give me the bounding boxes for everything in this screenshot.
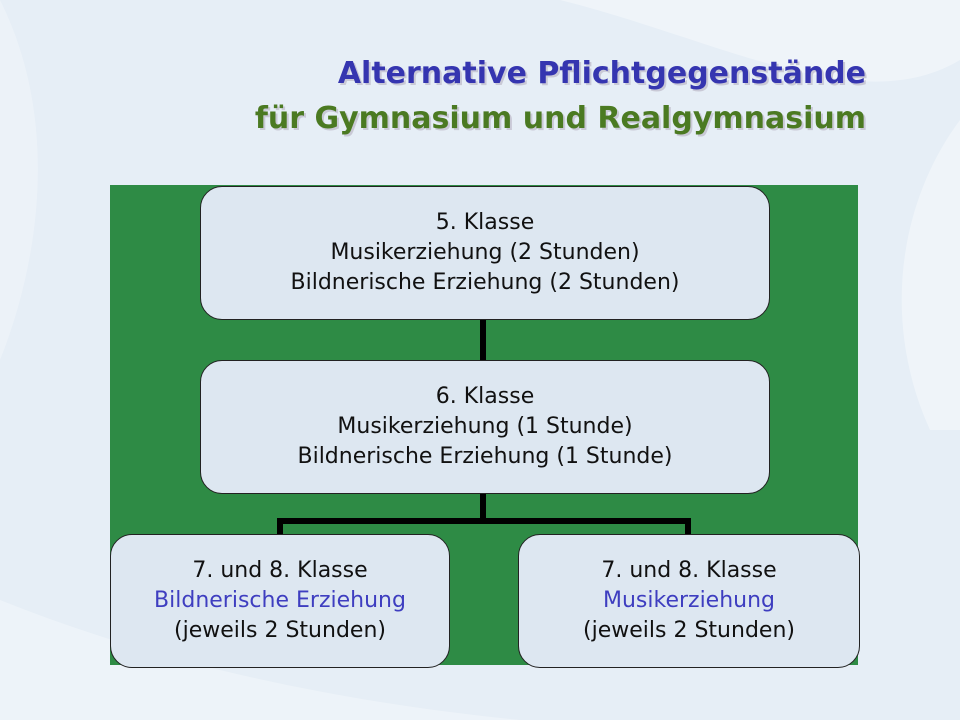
node-grade-5-heading: 5. Klasse — [435, 210, 535, 235]
node-grade-5: 5. Klasse Musikerziehung (2 Stunden) Bil… — [200, 186, 770, 320]
node-grade-7-8-art: 7. und 8. Klasse Bildnerische Erziehung … — [110, 534, 450, 668]
page-subtitle: für Gymnasium und Realgymnasium — [254, 101, 866, 136]
connector-to-right-branch — [685, 518, 691, 536]
connector-to-left-branch — [277, 518, 283, 536]
node-grade-6-heading: 6. Klasse — [435, 384, 535, 409]
node-grade-6-line1: Musikerziehung (1 Stunde) — [337, 414, 633, 439]
node-grade-7-8-music-note: (jeweils 2 Stunden) — [583, 618, 795, 643]
connector-6-down — [480, 492, 486, 522]
connector-horizontal — [277, 518, 691, 524]
page-title: Alternative Pflichtgegenstände — [337, 56, 866, 91]
node-grade-6-line2: Bildnerische Erziehung (1 Stunde) — [297, 444, 673, 469]
node-grade-7-8-art-note: (jeweils 2 Stunden) — [174, 618, 386, 643]
node-grade-5-line2: Bildnerische Erziehung (2 Stunden) — [290, 270, 680, 295]
node-grade-7-8-music-heading: 7. und 8. Klasse — [601, 558, 777, 583]
connector-5-to-6 — [480, 318, 486, 363]
node-grade-5-line1: Musikerziehung (2 Stunden) — [330, 240, 640, 265]
node-grade-7-8-art-subject: Bildnerische Erziehung — [154, 588, 406, 613]
node-grade-7-8-art-heading: 7. und 8. Klasse — [192, 558, 368, 583]
node-grade-7-8-music: 7. und 8. Klasse Musikerziehung (jeweils… — [518, 534, 860, 668]
node-grade-6: 6. Klasse Musikerziehung (1 Stunde) Bild… — [200, 360, 770, 494]
node-grade-7-8-music-subject: Musikerziehung — [602, 588, 776, 613]
